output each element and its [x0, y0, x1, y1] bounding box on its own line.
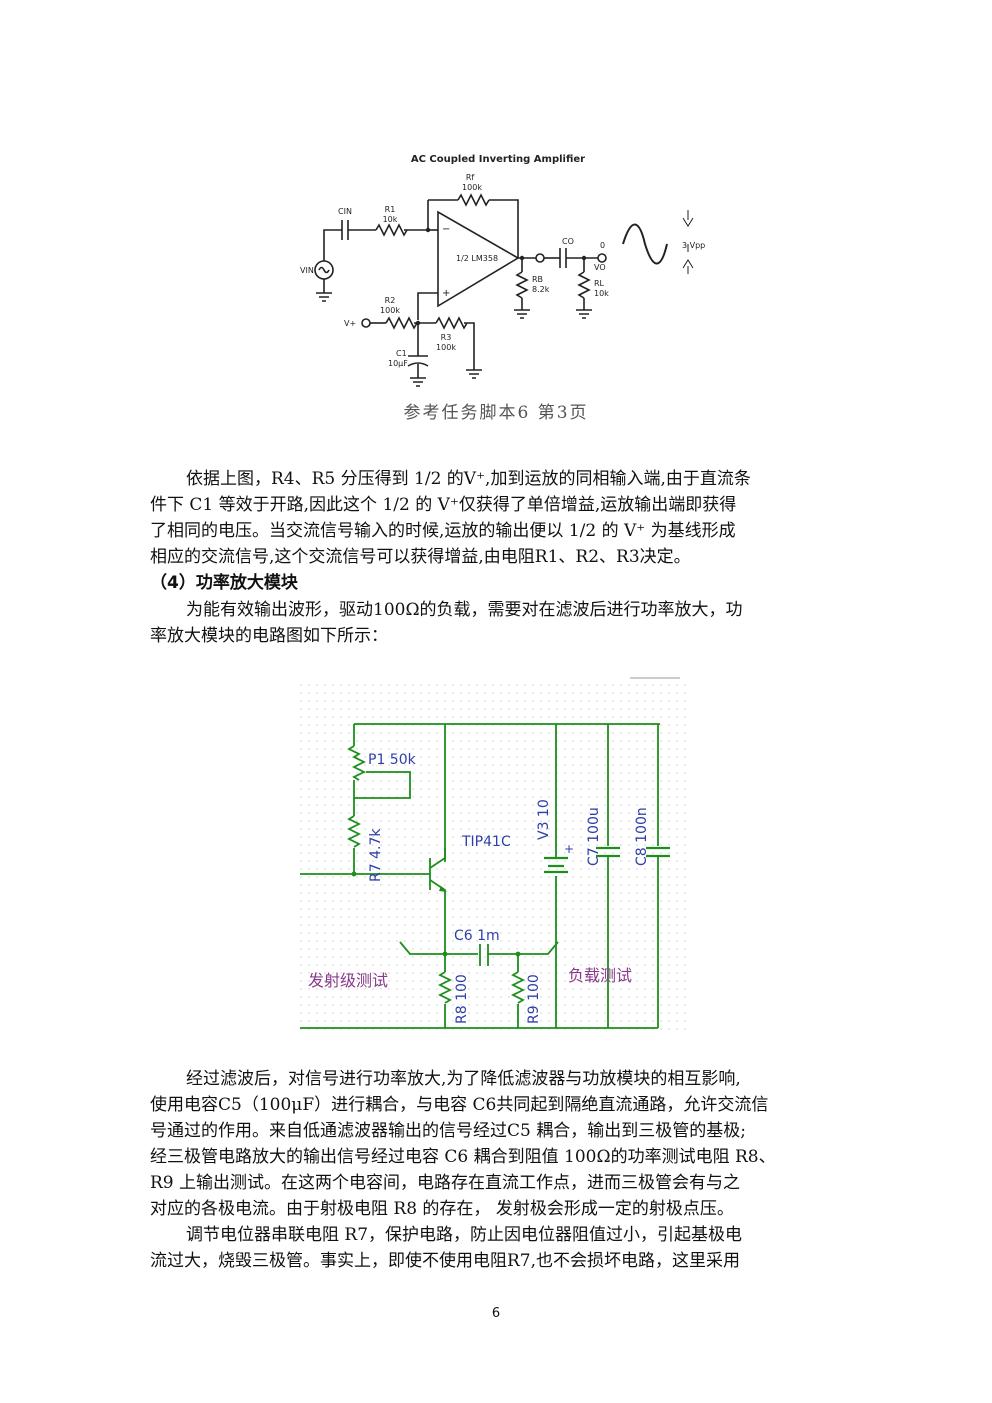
rl-label: RL: [594, 279, 605, 288]
text-line: 相应的交流信号,这个交流信号可以获得增益,由电阻R1、R2、R3决定。: [150, 547, 691, 567]
r3-value: 100k: [436, 343, 456, 352]
text-line: 流过大，烧毁三极管。事实上，即使不使用电阻R7,也不会损坏电路，这里采用: [150, 1251, 741, 1271]
text-line: 为能有效输出波形，驱动100Ω的负载，需要对在滤波后进行功率放大，功: [186, 600, 743, 620]
page-number: 6: [491, 1306, 501, 1321]
rb-value: 8.2k: [532, 285, 550, 294]
paragraph-3: 经过滤波后，对信号进行功率放大,为了降低滤波器与功放模块的相互影响, 使用电容C…: [150, 1066, 840, 1274]
vin-label: VIN: [300, 266, 314, 275]
r3-label: R3: [441, 333, 452, 342]
load-test-label: 负载测试: [568, 966, 632, 985]
text-line: 使用电容C5（100μF）进行耦合，与电容 C6共同起到隔绝直流通路，允许交流信: [150, 1095, 769, 1115]
rl-value: 10k: [594, 289, 609, 298]
figure1-title: AC Coupled Inverting Amplifier: [411, 154, 585, 165]
text-line: 经三极管电路放大的输出信号经过电容 C6 耦合到阻值 100Ω的功率测试电阻 R…: [150, 1147, 776, 1167]
text-line: 经过滤波后，对信号进行功率放大,为了降低滤波器与功放模块的相互影响,: [186, 1069, 741, 1089]
v3-label: V3 10: [536, 799, 552, 840]
ac-coupled-amplifier-schematic: AC Coupled Inverting Amplifier Rf 100k C…: [300, 154, 705, 387]
transistor-label: TIP41C: [461, 834, 511, 850]
noninverting-sign: +: [442, 288, 450, 299]
figure1-caption: 参考任务脚本6 第3页: [403, 403, 589, 423]
text-line: 依据上图，R4、R5 分压得到 1/2 的V⁺,加到运放的同相输入端,由于直流条: [186, 469, 751, 489]
rb-label: RB: [532, 275, 543, 284]
co-label: CO: [562, 237, 574, 246]
vplus-label: V+: [344, 319, 356, 328]
r1-label: R1: [385, 205, 396, 214]
rf-label: Rf: [466, 173, 475, 182]
vpp-label: 3 Vpp: [682, 241, 705, 250]
battery-plus-sign: +: [564, 842, 574, 856]
c1-value: 10µF: [388, 359, 408, 368]
opamp-label: 1/2 LM358: [456, 254, 498, 263]
r7-label: R7 4.7k: [368, 828, 384, 882]
c7-label: C7 100u: [586, 807, 602, 866]
r2-value: 100k: [380, 306, 400, 315]
text-line: 件下 C1 等效于开路,因此这个 1/2 的 V⁺仅获得了单倍增益,运放输出端即…: [150, 495, 737, 515]
r8-label: R8 100: [454, 974, 470, 1024]
vo-label: VO: [594, 263, 606, 272]
text-line: 对应的各极电流。由于射极电阻 R8 的存在， 发射极会形成一定的射极点压。: [150, 1199, 734, 1219]
emitter-test-label: 发射级测试: [308, 971, 388, 990]
c6-label: C6 1m: [454, 928, 500, 944]
c8-label: C8 100n: [634, 807, 650, 866]
text-line: 了相同的电压。当交流信号输入的时候,运放的输出便以 1/2 的 V⁺ 为基线形成: [150, 521, 736, 541]
r9-label: R9 100: [526, 974, 542, 1024]
p1-label: P1 50k: [368, 752, 417, 768]
paragraph-1: 依据上图，R4、R5 分压得到 1/2 的V⁺,加到运放的同相输入端,由于直流条…: [150, 466, 840, 570]
paragraph-2: 为能有效输出波形，驱动100Ω的负载，需要对在滤波后进行功率放大，功 率放大模块…: [150, 597, 840, 649]
text-line: 调节电位器串联电阻 R7，保护电路，防止因电位器阻值过小，引起基极电: [186, 1225, 743, 1245]
r1-value: 10k: [383, 215, 398, 224]
text-line: R9 上输出测试。在这两个电容间，电路存在直流工作点，进而三极管会有与之: [150, 1173, 741, 1193]
c1-label: C1: [396, 349, 407, 358]
text-line: 号通过的作用。来自低通滤波器输出的信号经过C5 耦合，输出到三极管的基极;: [150, 1121, 746, 1141]
section-heading: （4）功率放大模块: [150, 573, 298, 593]
zero-label: 0: [600, 241, 605, 250]
cin-label: CIN: [338, 207, 352, 216]
rf-value: 100k: [462, 183, 482, 192]
power-amplifier-schematic: P1 50k R7 4.7k TIP41C V3 10 + C7 100u C8…: [300, 677, 692, 1034]
inverting-sign: −: [442, 224, 450, 235]
text-line: 率放大模块的电路图如下所示：: [150, 626, 388, 646]
r2-label: R2: [385, 296, 396, 305]
